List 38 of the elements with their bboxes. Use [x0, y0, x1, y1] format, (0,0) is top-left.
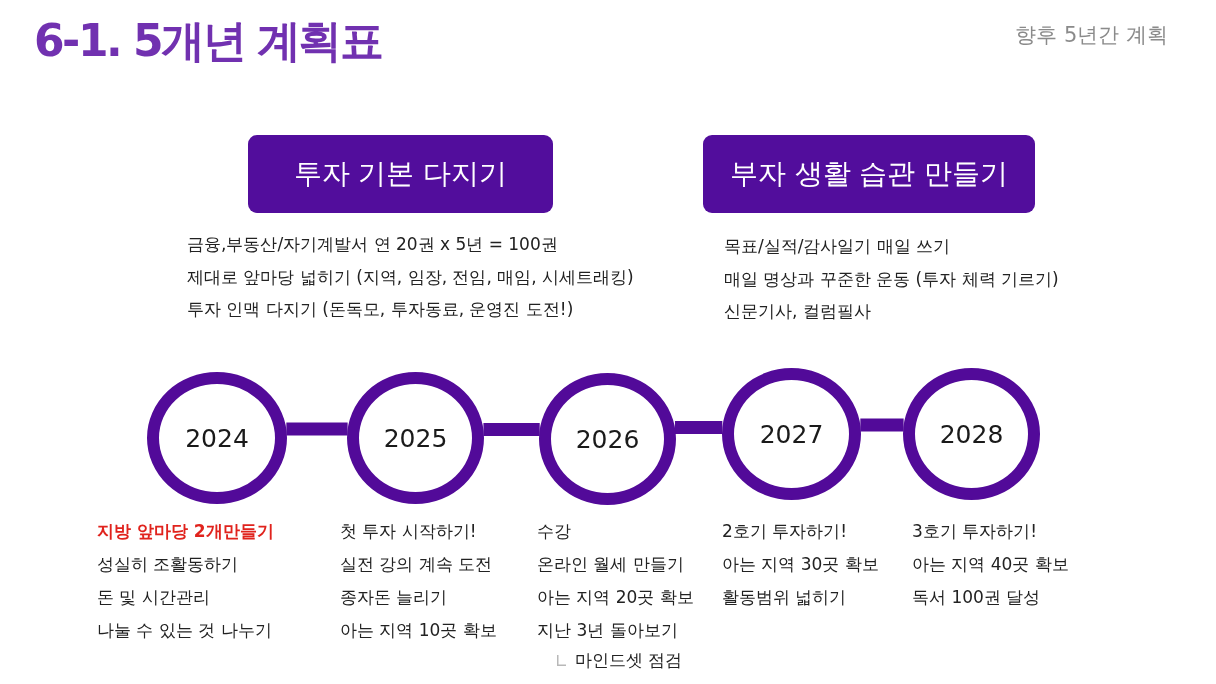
plan-item-text: 독서 100권 달성 [912, 586, 1041, 608]
plan-item-text: 금융,부동산/자기계발서 연 20권 x 5년 = 100권 [187, 233, 558, 255]
plan-item-text: 2호기 투자하기! [722, 520, 848, 542]
plan-item-text: 지난 3년 돌아보기 [537, 619, 678, 641]
connector-line [483, 423, 540, 436]
year-circle: 2028 [903, 368, 1040, 500]
plan-item-text: 투자 인맥 다지기 (돈독모, 투자동료, 운영진 도전!) [187, 298, 574, 320]
year-circle: 2027 [722, 368, 861, 500]
plan-item-text: 마인드셋 점검 [575, 649, 683, 671]
connector-line [860, 418, 904, 432]
connector-line [674, 421, 723, 434]
page-title: 6-1. 5개년 계획표 [34, 16, 382, 67]
plan-item-text: 돈 및 시간관리 [97, 586, 210, 608]
plan-item-text: 나눌 수 있는 것 나누기 [97, 619, 272, 641]
plan-item-text: 매일 명상과 꾸준한 운동 (투자 체력 기르기) [724, 267, 1059, 290]
section-heading: 부자 생활 습관 만들기 [703, 135, 1035, 213]
plan-item-text: 3호기 투자하기! [912, 520, 1038, 542]
plan-item-text: 온라인 월세 만들기 [537, 553, 684, 575]
highlighted-goal-text: 지방 앞마당 2개만들기 [97, 520, 274, 542]
plan-item-text: 아는 지역 30곳 확보 [722, 553, 879, 575]
year-circle: 2024 [147, 372, 287, 504]
year-circle: 2025 [347, 372, 484, 504]
connector-line [286, 422, 348, 436]
subtitle-note: 향후 5년간 계획 [1015, 22, 1168, 49]
plan-item-text: 종자돈 늘리기 [340, 586, 448, 608]
plan-item-text: 아는 지역 40곳 확보 [912, 553, 1069, 575]
plan-item-text: 실전 강의 계속 도전 [340, 553, 493, 575]
section-heading: 투자 기본 다지기 [248, 135, 553, 213]
plan-item-text: 활동범위 넓히기 [722, 586, 847, 608]
plan-item-text: 아는 지역 20곳 확보 [537, 586, 694, 608]
plan-item-text: 제대로 앞마당 넓히기 (지역, 임장, 전임, 매임, 시세트래킹) [187, 265, 634, 288]
plan-item-text: 성실히 조활동하기 [97, 553, 239, 575]
plan-item-text: 아는 지역 10곳 확보 [340, 619, 497, 641]
year-circle: 2026 [539, 373, 676, 505]
plan-item-text: 신문기사, 컬럼필사 [724, 300, 871, 322]
plan-item-text: 수강 [537, 520, 571, 542]
plan-item-text: 첫 투자 시작하기! [340, 520, 477, 542]
plan-item-text: 목표/실적/감사일기 매일 쓰기 [724, 235, 951, 257]
